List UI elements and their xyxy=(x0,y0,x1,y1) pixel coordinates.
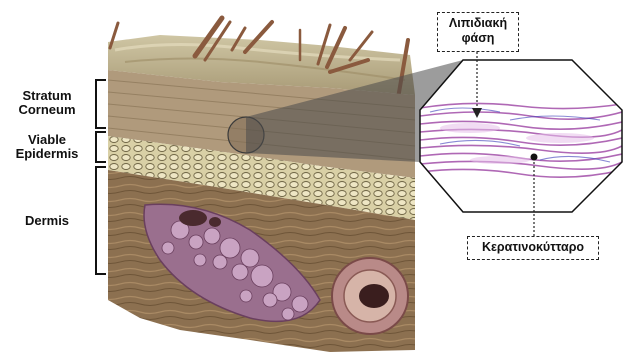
label-stratum-corneum: Stratum Corneum xyxy=(4,89,90,117)
label-dermis: Dermis xyxy=(4,214,90,228)
hair-follicle xyxy=(332,258,408,334)
callout-keratinocyte: Κερατινοκύτταρο xyxy=(467,236,599,260)
zoom-octagon xyxy=(420,60,622,212)
label-viable-epidermis: Viable Epidermis xyxy=(4,133,90,161)
layer-brackets xyxy=(96,80,106,274)
callout-lipid-phase: Λιπιδιακή φάση xyxy=(437,12,519,52)
